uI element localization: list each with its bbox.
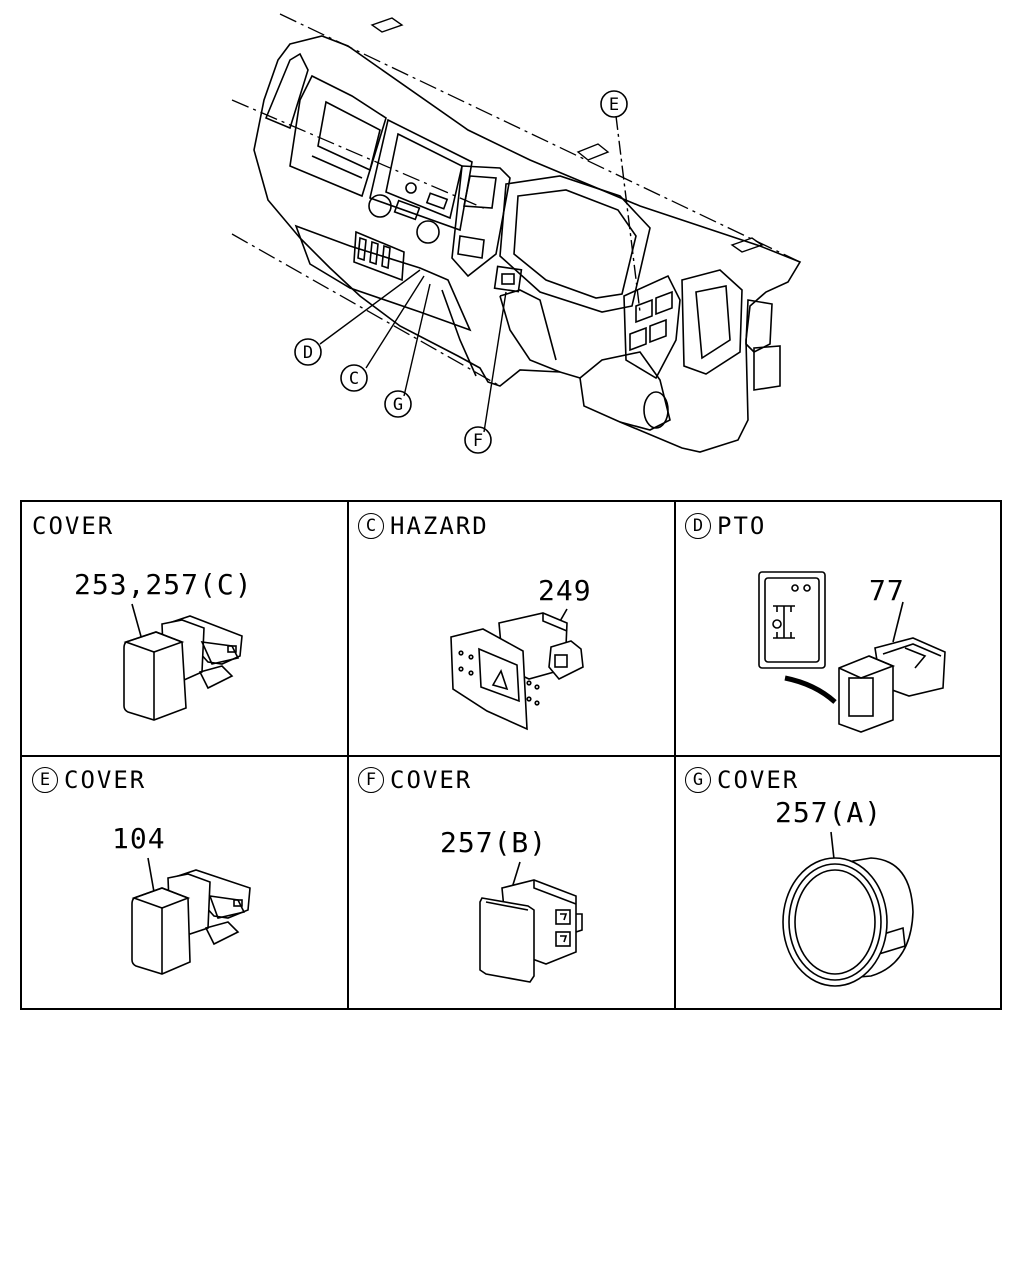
cell-header: E COVER xyxy=(32,766,146,794)
switch-cover-illustration xyxy=(131,857,251,975)
cover-257a-illustration xyxy=(782,831,914,987)
cell-cover-257b: F COVER 257(B) xyxy=(348,756,675,1010)
callout-d: D xyxy=(294,338,322,366)
cell-title: COVER xyxy=(32,512,115,540)
cell-cover-257a: G COVER 257(A) xyxy=(675,756,1002,1010)
cell-hazard-249: C HAZARD 249 xyxy=(348,502,675,756)
cell-letter: D xyxy=(685,513,711,539)
cell-header: F COVER xyxy=(358,766,472,794)
cell-header: COVER xyxy=(32,512,114,540)
callout-g-label: G xyxy=(393,395,403,415)
callout-e-label: E xyxy=(609,95,619,115)
cell-title: HAZARD xyxy=(390,512,489,540)
dashboard-body xyxy=(253,35,802,453)
callout-c-label: C xyxy=(349,369,359,389)
callout-e: E xyxy=(600,90,628,118)
vent-squares xyxy=(370,17,764,253)
cell-title: PTO xyxy=(717,512,767,540)
cell-header: D PTO xyxy=(685,512,766,540)
parts-grid: COVER 253,257(C) C HAZARD 249 xyxy=(20,500,1002,1010)
reference-lines xyxy=(231,13,801,387)
cell-letter: E xyxy=(32,767,58,793)
cell-cover-104: E COVER 104 xyxy=(22,756,348,1010)
leader-lines xyxy=(319,115,641,433)
cover-257b-illustration xyxy=(479,861,583,983)
dashboard-illustration: E D C G F xyxy=(231,13,802,454)
cell-header: C HAZARD xyxy=(358,512,489,540)
hazard-switch-illustration xyxy=(450,608,584,731)
part-number: 257(B) xyxy=(440,826,548,859)
callout-f-label: F xyxy=(473,431,483,451)
cell-letter: C xyxy=(358,513,384,539)
callout-c: C xyxy=(340,364,368,392)
cell-title: COVER xyxy=(64,766,147,794)
cell-letter: G xyxy=(685,767,711,793)
callout-d-label: D xyxy=(303,343,313,363)
part-number: 249 xyxy=(538,574,592,607)
callout-f: F xyxy=(464,426,492,454)
part-number: 257(A) xyxy=(775,796,883,829)
pto-switch-illustration xyxy=(758,571,946,733)
cell-title: COVER xyxy=(717,766,800,794)
cell-title: COVER xyxy=(390,766,473,794)
cell-letter: F xyxy=(358,767,384,793)
part-number: 104 xyxy=(112,822,166,855)
switch-cover-illustration xyxy=(123,603,243,721)
cell-header: G COVER xyxy=(685,766,799,794)
part-number: 77 xyxy=(869,574,905,607)
callout-g: G xyxy=(384,390,412,418)
cell-pto-77: D PTO 77 xyxy=(675,502,1002,756)
part-number: 253,257(C) xyxy=(74,568,253,601)
cell-cover-253: COVER 253,257(C) xyxy=(22,502,348,756)
grid-divider xyxy=(22,755,1000,757)
